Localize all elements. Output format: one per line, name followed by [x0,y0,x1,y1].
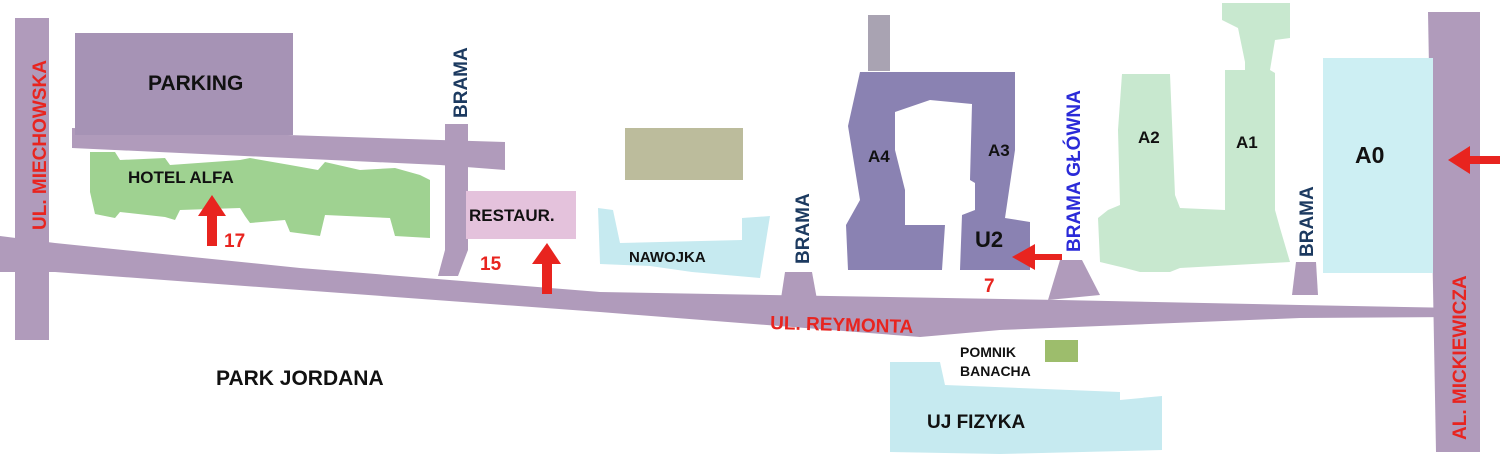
streets [0,12,1480,452]
brama-glowna-label: BRAMA GŁÓWNA [1063,90,1085,252]
nawojka-building [598,208,770,278]
brama-glowna-road [1048,260,1100,300]
reymonta-street-label: UL. REYMONTA [770,313,914,338]
restaurant-building [466,191,576,239]
u2-label: U2 [975,227,1003,252]
u2-entrance-arrow [1012,244,1062,270]
brama-1-road [438,124,468,276]
olive-building [625,128,743,180]
banacha-label: BANACHA [960,363,1031,379]
miechowska-street [15,18,49,340]
uj-fizyka-label: UJ FIZYKA [927,412,1025,433]
pomnik-banacha-square [1045,340,1078,362]
a0-building [1323,58,1433,273]
hotel-alfa-building [90,152,430,238]
parking-access-road [72,128,505,170]
brama-2-label: BRAMA [793,193,814,264]
a3-label: A3 [988,141,1010,160]
reymonta-street [0,236,1460,337]
a2-label: A2 [1138,128,1160,147]
uj-fizyka-building [890,362,1162,454]
labels: UL. MIECHOWSKA UL. REYMONTA AL. MICKIEWI… [30,47,1471,440]
park-jordana-label: PARK JORDANA [216,367,384,390]
a2-a1-complex [1098,3,1290,272]
hotel-alfa-label: HOTEL ALFA [128,168,234,187]
a4-a3-complex [846,72,1030,270]
restaurant-entrance-arrow [532,243,561,294]
a1-label: A1 [1236,133,1258,152]
a0-entrance-arrow [1448,146,1500,174]
a4-label: A4 [868,147,890,166]
u2-entrance-number: 7 [984,276,995,297]
hotel-entrance-arrow [198,195,226,246]
arrows [198,146,1500,294]
mickiewicza-street-label: AL. MICKIEWICZA [1450,275,1471,440]
parking-area [75,33,293,135]
parking-label: PARKING [148,72,243,95]
hotel-entrance-number: 17 [224,231,245,252]
miechowska-street-label: UL. MIECHOWSKA [30,60,51,230]
buildings [75,3,1433,454]
restaurant-entrance-number: 15 [480,254,502,275]
grey-tower [868,15,890,71]
brama-2-road [780,272,818,305]
nawojka-label: NAWOJKA [629,249,706,266]
brama-3-label: BRAMA [1297,186,1318,257]
brama-3-road [1292,262,1318,295]
a0-label: A0 [1355,142,1384,168]
pomnik-label: POMNIK [960,344,1016,360]
restaurant-label: RESTAUR. [469,206,555,225]
mickiewicza-street [1428,12,1480,452]
brama-1-label: BRAMA [451,47,472,118]
